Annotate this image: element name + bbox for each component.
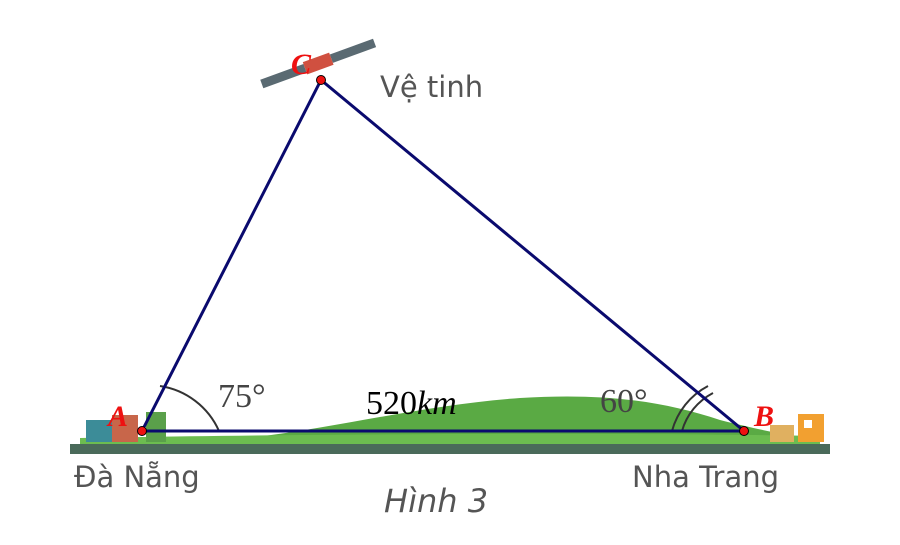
green-hill	[230, 396, 820, 440]
side-AB-label: 520km	[366, 385, 457, 422]
angle-A-label: 75°	[218, 378, 266, 415]
label-da-nang: Đà Nẵng	[74, 460, 200, 494]
ground-road	[70, 444, 830, 454]
point-B	[739, 426, 749, 436]
satellite-icon	[260, 38, 377, 89]
point-C	[316, 75, 326, 85]
angle-arc-B2	[681, 392, 714, 432]
point-A	[137, 426, 147, 436]
label-C: C	[291, 48, 312, 81]
grass-strip	[80, 433, 820, 444]
label-B: B	[753, 400, 774, 433]
triangle-ABC	[139, 77, 749, 433]
angle-arc-A	[159, 385, 220, 432]
houses-right-icon	[770, 414, 824, 442]
angle-arc-B1	[671, 385, 709, 432]
houses-left-icon	[86, 412, 166, 442]
label-A: A	[106, 400, 128, 433]
angle-B-label: 60°	[600, 383, 648, 420]
label-satellite: Vệ tinh	[380, 70, 483, 104]
side-AB-unit: km	[417, 385, 457, 422]
figure-caption: Hình 3	[384, 482, 488, 520]
label-nha-trang: Nha Trang	[632, 460, 779, 494]
